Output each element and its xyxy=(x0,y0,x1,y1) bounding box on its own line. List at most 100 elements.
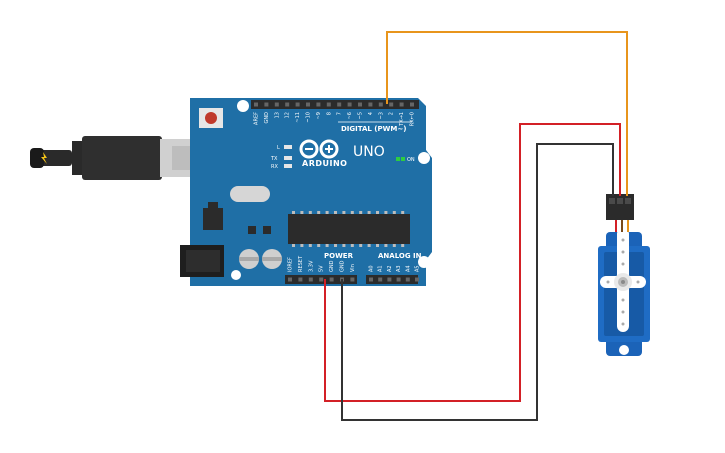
chip-pin xyxy=(334,211,337,214)
chip-pin xyxy=(401,244,405,247)
digital-pin-label: 4 xyxy=(368,112,374,115)
digital-pin[interactable] xyxy=(399,102,404,107)
digital-pin-label: ~6 xyxy=(347,112,353,119)
digital-pin-label: 7 xyxy=(337,112,343,115)
power-pin[interactable] xyxy=(319,277,324,282)
chip-pin xyxy=(350,211,354,214)
analog-pin[interactable] xyxy=(405,277,410,282)
chip-pin xyxy=(384,211,388,214)
chip-pin xyxy=(392,244,396,247)
power-pin[interactable] xyxy=(350,277,355,282)
chip-pin xyxy=(367,211,371,214)
usb-cable xyxy=(30,136,208,180)
digital-pin-label: 12 xyxy=(285,112,291,118)
digital-pin[interactable] xyxy=(316,102,321,107)
digital-pin[interactable] xyxy=(347,102,352,107)
analog-pin[interactable] xyxy=(415,277,419,282)
chip-pin xyxy=(342,211,346,214)
power-pin-label: 3.3V xyxy=(308,260,314,272)
led-l xyxy=(284,145,292,149)
servo-connector xyxy=(606,194,634,220)
servo-motor xyxy=(598,194,650,356)
digital-pin[interactable] xyxy=(368,102,373,107)
led-l-label: L xyxy=(277,145,280,151)
arduino-logo-icon xyxy=(299,139,339,159)
digital-pin[interactable] xyxy=(264,102,269,107)
power-pin[interactable] xyxy=(308,277,313,282)
led-tx-label: TX xyxy=(270,156,278,162)
digital-pin[interactable] xyxy=(274,102,279,107)
digital-pin-label: AREF xyxy=(254,112,260,125)
digital-pin-label: GND xyxy=(264,112,270,124)
chip-pin xyxy=(300,244,304,247)
led-rx-label: RX xyxy=(271,164,278,170)
crystal-oscillator xyxy=(230,186,270,202)
power-pin[interactable] xyxy=(298,277,303,282)
digital-pin-label: RX←0 xyxy=(410,112,416,126)
digital-pin[interactable] xyxy=(285,102,290,107)
power-pin[interactable] xyxy=(329,277,334,282)
digital-pin[interactable] xyxy=(410,102,414,107)
chip-pin xyxy=(376,211,379,214)
chip-pin xyxy=(367,244,371,247)
digital-pin[interactable] xyxy=(378,102,383,107)
led-tx xyxy=(284,156,292,160)
chip-pin xyxy=(342,244,346,247)
led-rx xyxy=(284,164,292,168)
digital-pin-label: ~5 xyxy=(358,112,364,119)
atmega-chip xyxy=(288,214,410,244)
digital-pin-label: 13 xyxy=(274,112,280,118)
chip-pins xyxy=(292,244,405,247)
analog-pin[interactable] xyxy=(378,277,383,282)
digital-pin-label: ~10 xyxy=(306,112,312,123)
chip-pin xyxy=(384,244,388,247)
power-pin[interactable] xyxy=(288,277,292,282)
brand-label: ARDUINO xyxy=(302,159,347,168)
digital-header-label: DIGITAL (PWM~) xyxy=(341,125,406,133)
digital-pin[interactable] xyxy=(358,102,362,107)
chip-pin xyxy=(325,244,329,247)
power-pin-label: 5V xyxy=(319,265,325,272)
power-pin-label: GND xyxy=(329,260,335,272)
digital-header xyxy=(251,100,419,109)
analog-header xyxy=(366,275,418,284)
analog-pin-label: A2 xyxy=(387,265,393,272)
analog-pin[interactable] xyxy=(387,277,392,282)
chip-pin xyxy=(350,244,354,247)
ground-wire xyxy=(341,143,614,421)
chip-pin xyxy=(325,211,329,214)
chip-pin xyxy=(300,211,304,214)
on-label: ON xyxy=(407,157,415,163)
chip-pin xyxy=(334,244,337,247)
power-pin-label: IOREF xyxy=(288,257,294,272)
power-header-label: POWER xyxy=(324,252,354,260)
signal-wire xyxy=(386,31,628,196)
digital-pin[interactable] xyxy=(306,102,310,107)
servo-horn-icon xyxy=(600,228,646,332)
digital-pin-label: TX→1 xyxy=(399,112,405,127)
chip-pin xyxy=(292,211,295,214)
digital-pin[interactable] xyxy=(326,102,331,107)
chip-pin xyxy=(392,211,396,214)
digital-pin-label: 2 xyxy=(389,112,395,115)
digital-pin[interactable] xyxy=(337,102,342,107)
chip-pin xyxy=(317,244,321,247)
chip-pin xyxy=(308,244,312,247)
digital-pin-label: ~9 xyxy=(316,112,322,119)
power-wire xyxy=(324,123,621,402)
chip-pin xyxy=(401,211,405,214)
digital-pin-label: 8 xyxy=(326,112,332,115)
analog-pin-label: A4 xyxy=(405,265,411,272)
analog-pin-label: A3 xyxy=(396,265,402,272)
analog-pin[interactable] xyxy=(396,277,401,282)
chip-pin xyxy=(308,211,312,214)
power-pin-label: Vin xyxy=(350,264,356,272)
digital-pin[interactable] xyxy=(295,102,300,107)
chip-pin xyxy=(376,244,379,247)
chip-pins xyxy=(292,211,405,214)
chip-pin xyxy=(359,211,363,214)
digital-pin[interactable] xyxy=(254,102,258,107)
digital-pin[interactable] xyxy=(389,102,394,107)
analog-pin[interactable] xyxy=(369,277,373,282)
